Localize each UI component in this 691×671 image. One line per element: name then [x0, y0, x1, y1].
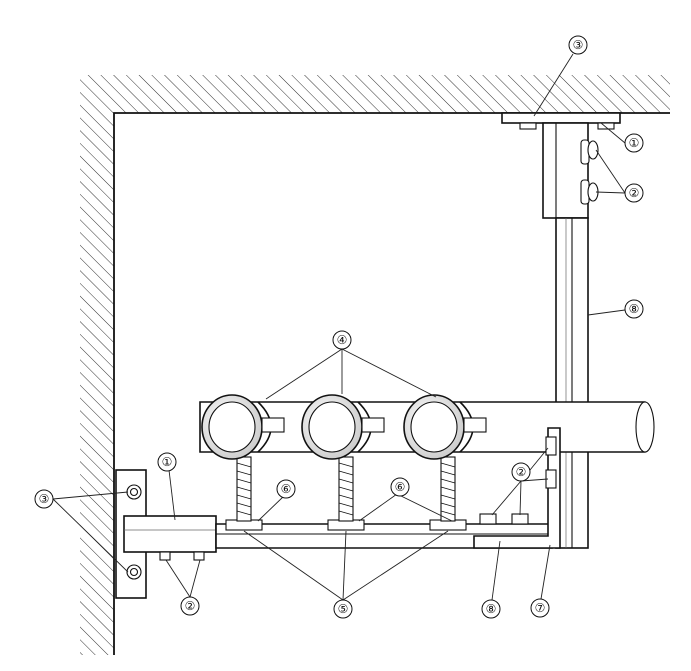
- svg-text:④: ④: [337, 333, 348, 347]
- svg-text:②: ②: [185, 599, 196, 613]
- callout-1-right: ①: [624, 133, 644, 153]
- pipe-clamp-1: [201, 394, 285, 531]
- callout-1-left: ①: [157, 452, 177, 472]
- svg-text:⑤: ⑤: [338, 602, 349, 616]
- callout-3-top: ③: [568, 35, 588, 55]
- callout-2-right: ②: [624, 183, 644, 203]
- svg-text:③: ③: [39, 492, 50, 506]
- svg-text:②: ②: [629, 186, 640, 200]
- svg-text:⑥: ⑥: [395, 480, 406, 494]
- callout-4: ④: [332, 330, 352, 350]
- callout-2-left: ②: [180, 596, 200, 616]
- svg-text:①: ①: [162, 455, 173, 469]
- corner-gusset-plate: [473, 427, 561, 549]
- svg-text:⑧: ⑧: [486, 602, 497, 616]
- callout-2-mid: ②: [511, 462, 531, 482]
- callout-8-right: ⑧: [624, 299, 644, 319]
- svg-text:⑦: ⑦: [535, 601, 546, 615]
- callout-6-mid: ⑥: [390, 477, 410, 497]
- svg-text:②: ②: [516, 465, 527, 479]
- callout-6-left: ⑥: [276, 479, 296, 499]
- vertical-support-bracket: [542, 122, 589, 219]
- pipe-clamp-3: [403, 394, 487, 531]
- vertical-channel-member: [555, 217, 589, 549]
- callout-5: ⑤: [333, 599, 353, 619]
- ceiling-slab: [80, 75, 670, 655]
- svg-text:⑧: ⑧: [629, 302, 640, 316]
- horizontal-arm-bracket: [123, 515, 217, 561]
- svg-text:①: ①: [629, 136, 640, 150]
- callout-3-left: ③: [34, 489, 54, 509]
- pipe-clamp-2: [301, 394, 385, 531]
- callout-8-bottom: ⑧: [481, 599, 501, 619]
- callout-7: ⑦: [530, 598, 550, 618]
- svg-text:⑥: ⑥: [281, 482, 292, 496]
- svg-text:③: ③: [573, 38, 584, 52]
